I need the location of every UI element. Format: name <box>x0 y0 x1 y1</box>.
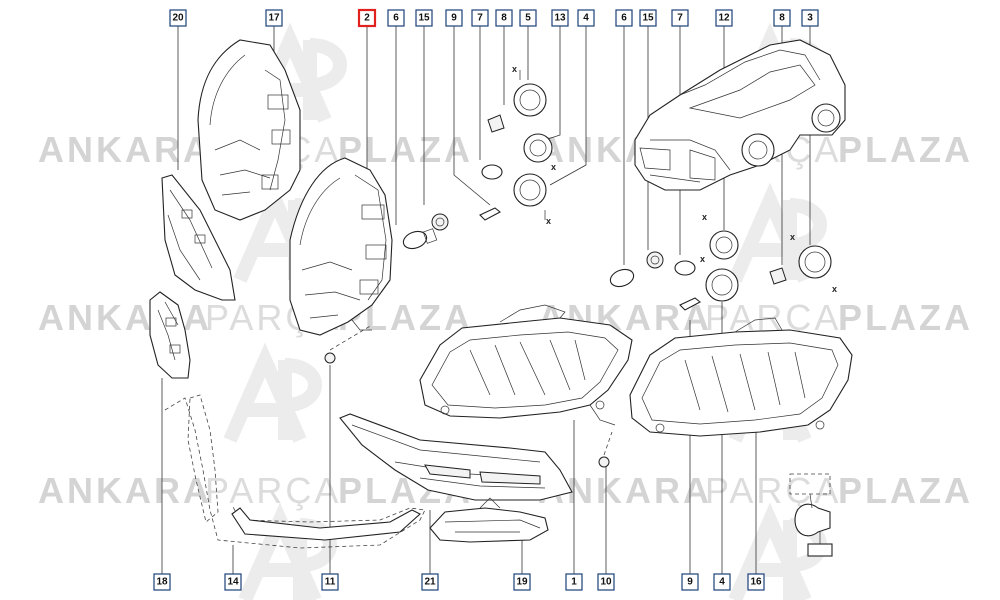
callout-21[interactable]: 21 <box>421 573 439 591</box>
svg-text:12: 12 <box>718 13 730 24</box>
svg-text:9: 9 <box>687 577 693 588</box>
callout-15[interactable]: 15 <box>639 9 657 27</box>
callout-7[interactable]: 7 <box>671 9 689 27</box>
svg-text:4: 4 <box>583 13 589 24</box>
callout-4[interactable]: 4 <box>713 573 731 591</box>
svg-text:20: 20 <box>172 13 184 24</box>
svg-text:5: 5 <box>525 13 531 24</box>
callout-19[interactable]: 19 <box>513 573 531 591</box>
callout-14[interactable]: 14 <box>224 573 242 591</box>
callout-10[interactable]: 10 <box>597 573 615 591</box>
callout-5[interactable]: 5 <box>519 9 537 27</box>
callout-8[interactable]: 8 <box>495 9 513 27</box>
svg-text:2: 2 <box>364 13 370 24</box>
callouts-top: 20 17 2 6 15 9 7 8 5 13 4 6 15 7 12 8 3 <box>169 8 819 28</box>
svg-text:21: 21 <box>424 577 436 588</box>
callout-13[interactable]: 13 <box>551 9 569 27</box>
svg-text:17: 17 <box>268 13 280 24</box>
callout-6[interactable]: 6 <box>387 9 405 27</box>
lower-trim-part-21 <box>339 413 573 501</box>
callout-4[interactable]: 4 <box>577 9 595 27</box>
callout-17[interactable]: 17 <box>265 9 283 27</box>
trim-strip-part-14 <box>164 394 426 549</box>
callout-2-highlighted[interactable]: 2 <box>357 8 377 28</box>
svg-text:13: 13 <box>554 13 566 24</box>
callout-7[interactable]: 7 <box>471 9 489 27</box>
screw-part-10 <box>598 456 610 468</box>
x-marks: x x x x x x x <box>512 64 837 294</box>
drl-housing-part-18 <box>149 291 191 379</box>
svg-text:15: 15 <box>418 13 430 24</box>
callout-11[interactable]: 11 <box>321 573 339 591</box>
svg-text:9: 9 <box>451 13 457 24</box>
watermark-brand-bold: PLAZA <box>838 129 973 170</box>
svg-text:18: 18 <box>156 577 168 588</box>
watermark-ap-logo <box>223 342 322 443</box>
bulb-detail-inset <box>789 473 833 557</box>
svg-text:4: 4 <box>719 577 725 588</box>
headlamp-assembly-part-2 <box>289 157 393 336</box>
svg-text:19: 19 <box>516 577 528 588</box>
svg-text:6: 6 <box>621 13 627 24</box>
x-mark: x <box>702 212 707 222</box>
watermark-brand-bold: PLAZA <box>838 297 973 338</box>
screw-part-11 <box>324 352 336 364</box>
watermark-ap-logo <box>728 182 827 283</box>
svg-text:15: 15 <box>642 13 654 24</box>
drl-frame-part-20 <box>161 174 236 301</box>
svg-text:7: 7 <box>677 13 683 24</box>
callout-3[interactable]: 3 <box>801 9 819 27</box>
watermark-brand-bold: ANKARA <box>38 470 212 511</box>
x-mark: x <box>700 254 705 264</box>
watermark-brand-light: PARÇA <box>205 470 341 511</box>
svg-text:1: 1 <box>571 577 577 588</box>
bulbs-and-covers-upper <box>402 70 553 250</box>
callouts-bottom: 18 14 11 21 19 1 10 9 4 16 <box>153 573 765 591</box>
fog-lamp-part-19 <box>429 497 549 543</box>
callout-12[interactable]: 12 <box>715 9 733 27</box>
svg-text:14: 14 <box>227 577 239 588</box>
svg-text:11: 11 <box>325 577 336 588</box>
svg-text:8: 8 <box>501 13 507 24</box>
svg-text:10: 10 <box>600 577 612 588</box>
callout-9[interactable]: 9 <box>681 573 699 591</box>
watermark-brand-bold: ANKARA <box>38 297 212 338</box>
screws <box>324 324 613 468</box>
x-mark: x <box>551 162 556 172</box>
watermark-brand-bold: PLAZA <box>338 129 473 170</box>
main-headlamp-part-1 <box>419 304 633 426</box>
callout-15[interactable]: 15 <box>415 9 433 27</box>
callout-16[interactable]: 16 <box>747 573 765 591</box>
x-mark: x <box>512 64 517 74</box>
svg-text:16: 16 <box>750 577 762 588</box>
bulbs-and-covers-right <box>609 230 832 311</box>
callout-8[interactable]: 8 <box>773 9 791 27</box>
callout-20[interactable]: 20 <box>169 9 187 27</box>
callout-9[interactable]: 9 <box>445 9 463 27</box>
headlamp-rear-view-part-17 <box>197 39 301 221</box>
x-mark: x <box>546 216 551 226</box>
callout-1[interactable]: 1 <box>565 573 583 591</box>
svg-text:8: 8 <box>779 13 785 24</box>
x-mark: x <box>790 232 795 242</box>
headlamp-part-16 <box>629 317 853 437</box>
car-illustration <box>634 39 846 191</box>
callout-18[interactable]: 18 <box>153 573 171 591</box>
watermark-brand-light: PARÇA <box>705 470 841 511</box>
watermark-brand-bold: ANKARA <box>38 129 212 170</box>
watermark-brand-bold: PLAZA <box>838 470 973 511</box>
callout-6[interactable]: 6 <box>615 9 633 27</box>
svg-text:3: 3 <box>807 13 813 24</box>
svg-text:6: 6 <box>393 13 399 24</box>
x-mark: x <box>832 284 837 294</box>
svg-text:7: 7 <box>477 13 483 24</box>
